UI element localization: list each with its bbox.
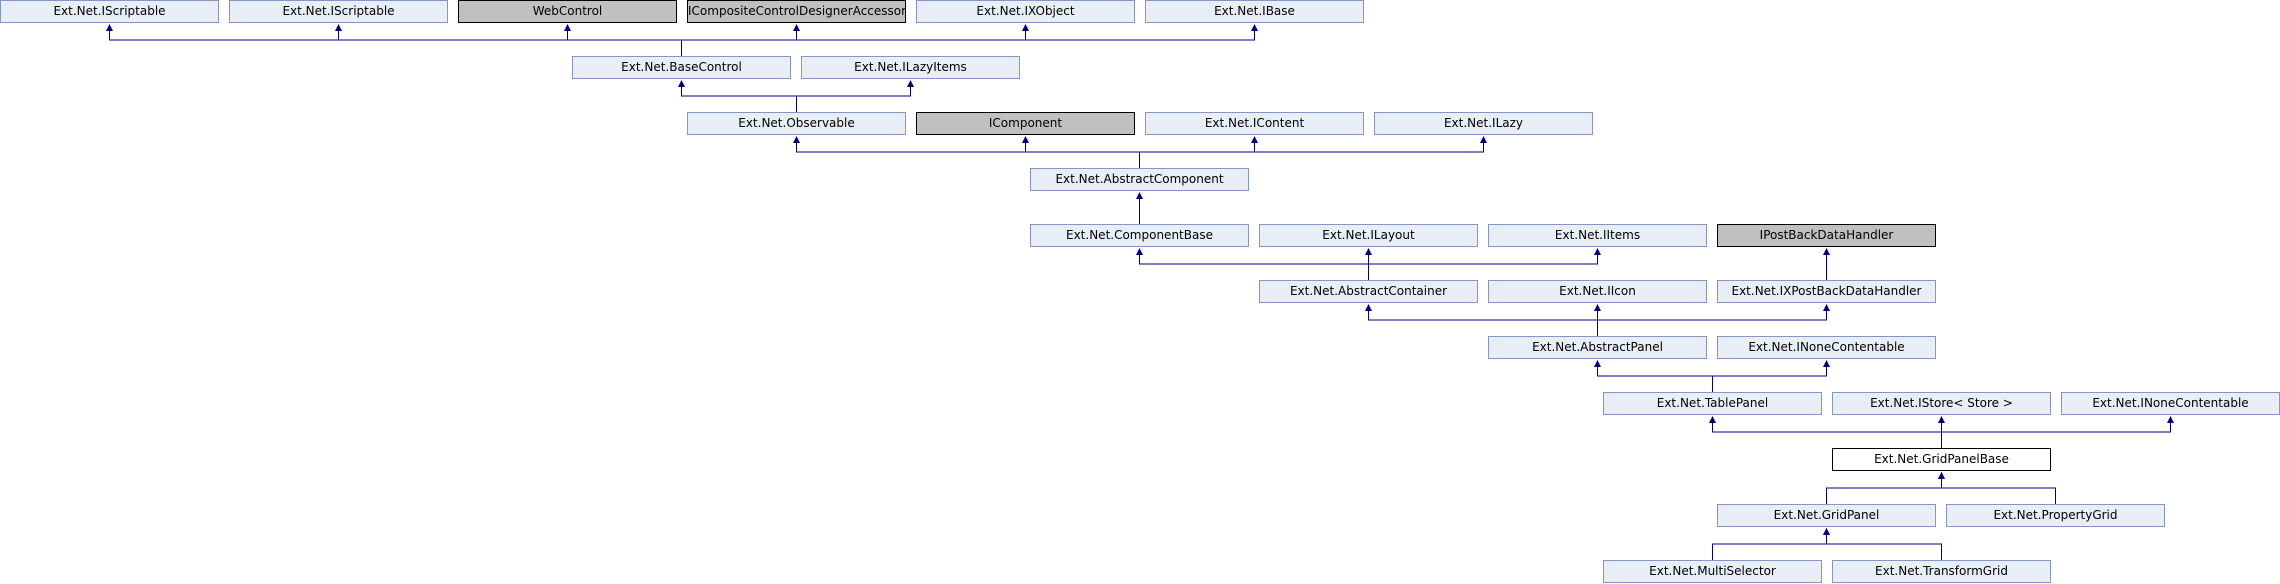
arrowhead-gridpanelbase-to-tablepanel (1709, 416, 1716, 423)
node-iscriptable1[interactable]: Ext.Net.IScriptable (0, 0, 219, 23)
arrowhead-basecontrol-to-icompositecontroldesigneraccessor (793, 24, 800, 31)
node-iicon[interactable]: Ext.Net.IIcon (1488, 280, 1707, 303)
arrowhead-gridpanelbase-to-inonecontentable2 (2167, 416, 2174, 423)
arrowhead-abstractpanel-to-iicon (1594, 304, 1601, 311)
arrowhead-gridpanelbase-to-istore (1938, 416, 1945, 423)
node-basecontrol[interactable]: Ext.Net.BaseControl (572, 56, 791, 79)
arrowhead-abstractcomponent-to-ilazy (1480, 136, 1487, 143)
node-tablepanel[interactable]: Ext.Net.TablePanel (1603, 392, 1822, 415)
arrowhead-abstractcomponent-to-observable (793, 136, 800, 143)
node-ixpostbackdatahandler[interactable]: Ext.Net.IXPostBackDataHandler (1717, 280, 1936, 303)
arrowhead-basecontrol-to-iscriptable1 (106, 24, 113, 31)
node-iscriptable2[interactable]: Ext.Net.IScriptable (229, 0, 448, 23)
arrowhead-observable-to-basecontrol (678, 80, 685, 87)
edge-tablepanel-to-abstractpanel (1597, 365, 1713, 392)
arrowhead-ixpostbackdatahandler-to-ipostbackdatahandler (1823, 248, 1830, 255)
node-gridpanelbase: Ext.Net.GridPanelBase (1832, 448, 2051, 471)
edge-observable-to-ilazyitems (796, 85, 911, 112)
node-icontent[interactable]: Ext.Net.IContent (1145, 112, 1364, 135)
node-inonecontentable2[interactable]: Ext.Net.INoneContentable (2061, 392, 2280, 415)
edge-gridpanelbase-to-tablepanel (1712, 421, 1942, 448)
arrowhead-transformgrid-to-gridpanel (1823, 528, 1830, 535)
node-istore[interactable]: Ext.Net.IStore< Store > (1832, 392, 2051, 415)
edge-abstractcomponent-to-observable (796, 141, 1140, 168)
edge-basecontrol-to-ixobject (681, 29, 1026, 56)
node-ibase[interactable]: Ext.Net.IBase (1145, 0, 1364, 23)
arrowhead-componentbase-to-abstractcomponent (1136, 192, 1143, 199)
node-observable[interactable]: Ext.Net.Observable (687, 112, 906, 135)
edge-gridpanelbase-to-inonecontentable2 (1941, 421, 2171, 448)
node-iitems[interactable]: Ext.Net.IItems (1488, 224, 1707, 247)
edge-basecontrol-to-iscriptable1 (109, 29, 682, 56)
node-ilayout[interactable]: Ext.Net.ILayout (1259, 224, 1478, 247)
edge-transformgrid-to-gridpanel (1826, 533, 1942, 560)
arrowhead-basecontrol-to-webcontrol (564, 24, 571, 31)
arrowhead-basecontrol-to-iscriptable2 (335, 24, 342, 31)
arrowhead-basecontrol-to-ixobject (1022, 24, 1029, 31)
edge-basecontrol-to-icompositecontroldesigneraccessor (681, 29, 797, 56)
node-icompositecontroldesigneraccessor: ICompositeControlDesignerAccessor (687, 0, 906, 23)
edge-observable-to-basecontrol (681, 85, 797, 112)
node-inonecontentable1[interactable]: Ext.Net.INoneContentable (1717, 336, 1936, 359)
edge-abstractpanel-to-abstractcontainer (1368, 309, 1598, 336)
edge-abstractcomponent-to-icontent (1139, 141, 1255, 168)
arrowhead-abstractcomponent-to-icontent (1251, 136, 1258, 143)
arrowhead-observable-to-ilazyitems (907, 80, 914, 87)
arrowhead-tablepanel-to-abstractpanel (1594, 360, 1601, 367)
node-icomponent: IComponent (916, 112, 1135, 135)
node-abstractpanel[interactable]: Ext.Net.AbstractPanel (1488, 336, 1707, 359)
edge-basecontrol-to-webcontrol (567, 29, 682, 56)
arrowhead-basecontrol-to-ibase (1251, 24, 1258, 31)
edge-basecontrol-to-ibase (681, 29, 1255, 56)
arrowhead-abstractcontainer-to-iitems (1594, 248, 1601, 255)
arrowhead-abstractpanel-to-abstractcontainer (1365, 304, 1372, 311)
arrowhead-abstractcontainer-to-ilayout (1365, 248, 1372, 255)
edge-abstractcontainer-to-iitems (1368, 253, 1598, 280)
edge-abstractcontainer-to-componentbase (1139, 253, 1369, 280)
edge-abstractcomponent-to-icomponent (1025, 141, 1140, 168)
node-abstractcontainer[interactable]: Ext.Net.AbstractContainer (1259, 280, 1478, 303)
edge-tablepanel-to-inonecontentable1 (1712, 365, 1827, 392)
node-ipostbackdatahandler: IPostBackDataHandler (1717, 224, 1936, 247)
node-componentbase[interactable]: Ext.Net.ComponentBase (1030, 224, 1249, 247)
edge-gridpanel-to-gridpanelbase (1826, 477, 1942, 504)
node-ilazy[interactable]: Ext.Net.ILazy (1374, 112, 1593, 135)
arrowhead-tablepanel-to-inonecontentable1 (1823, 360, 1830, 367)
node-multiselector[interactable]: Ext.Net.MultiSelector (1603, 560, 1822, 583)
edge-multiselector-to-gridpanel (1712, 533, 1827, 560)
node-gridpanel[interactable]: Ext.Net.GridPanel (1717, 504, 1936, 527)
node-webcontrol: WebControl (458, 0, 677, 23)
arrowhead-propertygrid-to-gridpanelbase (1938, 472, 1945, 479)
node-abstractcomponent[interactable]: Ext.Net.AbstractComponent (1030, 168, 1249, 191)
edge-abstractcomponent-to-ilazy (1139, 141, 1484, 168)
node-ixobject[interactable]: Ext.Net.IXObject (916, 0, 1135, 23)
node-ilazyitems[interactable]: Ext.Net.ILazyItems (801, 56, 1020, 79)
node-propertygrid[interactable]: Ext.Net.PropertyGrid (1946, 504, 2165, 527)
edge-basecontrol-to-iscriptable2 (338, 29, 682, 56)
arrowhead-abstractcontainer-to-componentbase (1136, 248, 1143, 255)
arrowhead-abstractcomponent-to-icomponent (1022, 136, 1029, 143)
edge-abstractpanel-to-ixpostbackdatahandler (1597, 309, 1827, 336)
node-transformgrid[interactable]: Ext.Net.TransformGrid (1832, 560, 2051, 583)
edge-propertygrid-to-gridpanelbase (1941, 477, 2056, 504)
arrowhead-abstractpanel-to-ixpostbackdatahandler (1823, 304, 1830, 311)
